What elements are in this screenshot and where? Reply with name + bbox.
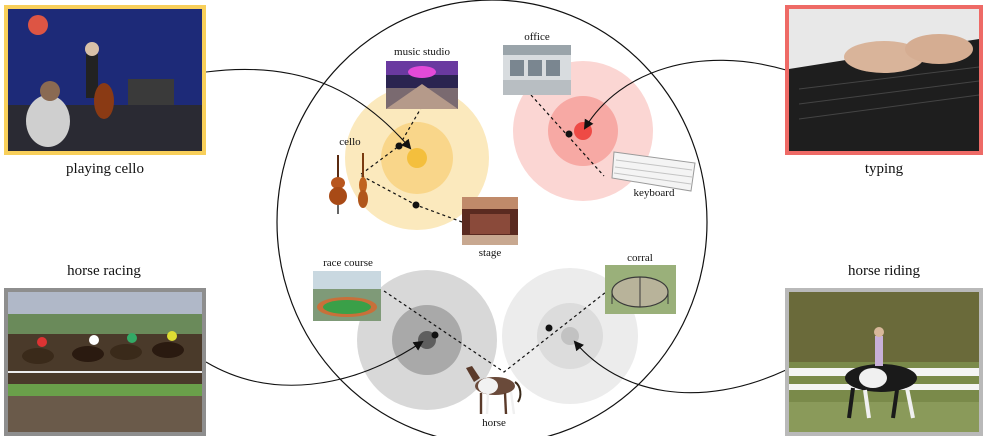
playing-cello-label: playing cello <box>66 161 144 177</box>
corral-image <box>605 265 676 314</box>
cello-image <box>329 153 368 214</box>
music-studio-image <box>386 61 458 109</box>
race-course-image <box>313 271 381 321</box>
stage-label: stage <box>478 247 502 259</box>
horse-riding-cluster <box>502 268 638 404</box>
horse-riding-label: horse riding <box>847 263 921 279</box>
arrow-playing-cello <box>205 68 412 150</box>
horse-racing-label: horse racing <box>67 263 141 279</box>
cello-cluster <box>345 86 489 230</box>
arrow-typing <box>583 59 787 130</box>
horse-label: horse <box>482 417 506 429</box>
office-label: office <box>524 31 550 43</box>
stage-image <box>462 197 518 245</box>
horse-racing-cluster <box>357 270 497 410</box>
typing-photo <box>785 5 983 155</box>
keyboard-image <box>611 151 696 192</box>
keyboard-label: keyboard <box>633 187 675 199</box>
music-studio-label: music studio <box>394 46 450 58</box>
office-image <box>503 45 571 95</box>
cello-label: cello <box>339 136 361 148</box>
horse-racing-photo <box>4 288 206 436</box>
activity-arrows <box>205 59 787 394</box>
arrow-horse-riding <box>573 340 787 394</box>
corral-label: corral <box>627 252 653 264</box>
typing-label: typing <box>864 161 904 177</box>
playing-cello-photo <box>4 5 206 155</box>
embedding-space-circle <box>276 0 708 436</box>
race-course-label: race course <box>323 257 373 269</box>
object-points <box>395 130 573 339</box>
horse-riding-photo <box>785 288 983 436</box>
arrow-horse-racing <box>205 340 424 386</box>
horse-image <box>466 366 522 415</box>
